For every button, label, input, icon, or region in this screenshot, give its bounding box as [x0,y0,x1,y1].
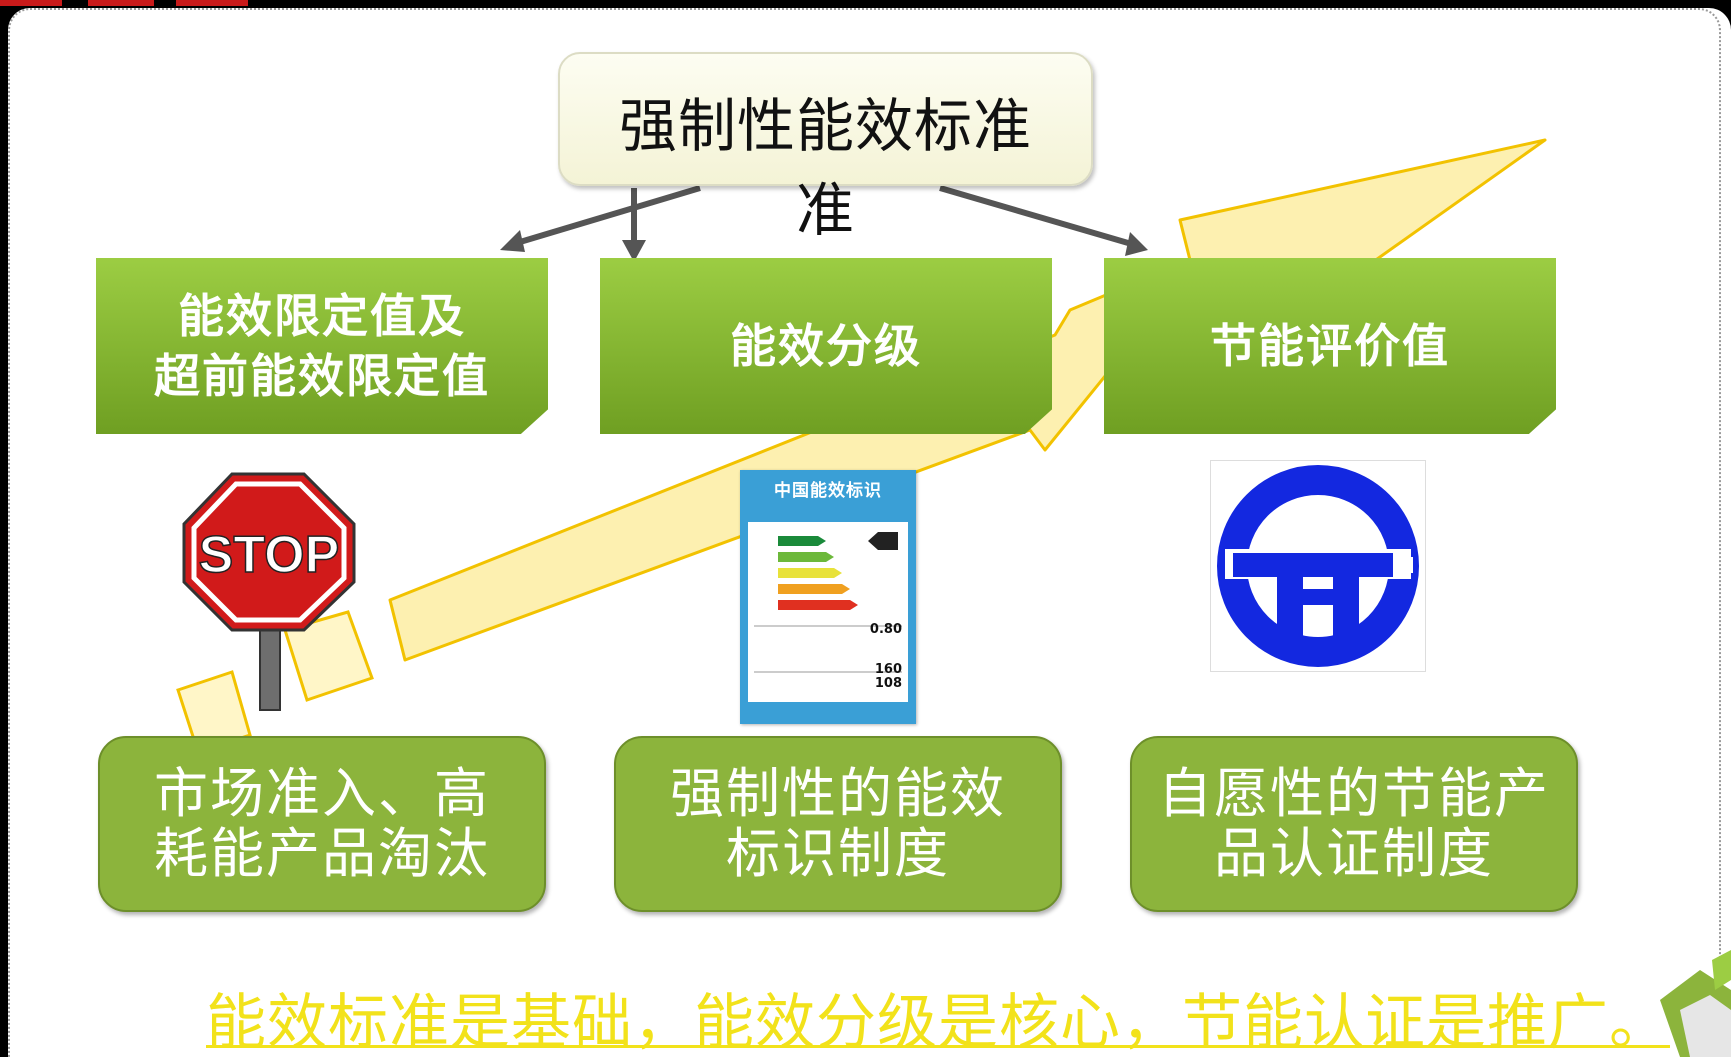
footer-summary: 能效标准是基础，能效分级是核心，节能认证是推广。 [206,988,1670,1057]
energy-label-value-3: 108 [874,676,902,691]
energy-label-value-2: 160 [874,662,902,677]
outcome-box-certification: 自愿性的节能产 品认证制度 [1130,736,1578,912]
energy-label-body [748,522,908,702]
category-label-1: 能效限定值及 超前能效限定值 [154,289,490,403]
outcome-label-2: 强制性的能效 标识制度 [670,762,1006,885]
category-label-3: 节能评价值 [1210,319,1450,373]
diagram-title: 强制性能效标准 准 [558,84,1093,252]
diagram-title-overflow: 准 [795,176,855,244]
energy-saving-cert-icon [1210,460,1426,672]
cert-logo-svg [1217,465,1419,667]
outcome-label-1: 市场准入、高 耗能产品淘汰 [154,762,490,885]
stop-sign-icon [182,472,356,711]
category-box-evaluation: 节能评价值 [1104,258,1556,434]
diagram-title-text: 强制性能效标准 [618,92,1032,160]
corner-cube-icon [1660,950,1731,1057]
top-band [0,0,1731,8]
energy-label-icon: 中国能效标识 0.80 160 108 [740,470,916,724]
category-box-limit-values: 能效限定值及 超前能效限定值 [96,258,548,434]
outcome-label-3: 自愿性的节能产 品认证制度 [1158,762,1550,885]
energy-label-scale [754,532,902,673]
energy-label-header: 中国能效标识 [774,481,882,501]
outcome-box-labeling: 强制性的能效 标识制度 [614,736,1062,912]
connector-arrows [500,185,1148,262]
step-block-2 [283,610,374,702]
category-box-grading: 能效分级 [600,258,1052,434]
title-box [558,52,1093,186]
stop-sign-text: STOP [199,526,340,584]
outcome-box-market-access: 市场准入、高 耗能产品淘汰 [98,736,546,912]
top-tab-1 [0,0,62,6]
top-tab-3 [176,0,248,6]
energy-label-value-1: 0.80 [869,622,902,637]
category-label-2: 能效分级 [730,319,922,373]
top-tab-2 [88,0,154,6]
step-block-1 [176,670,252,754]
